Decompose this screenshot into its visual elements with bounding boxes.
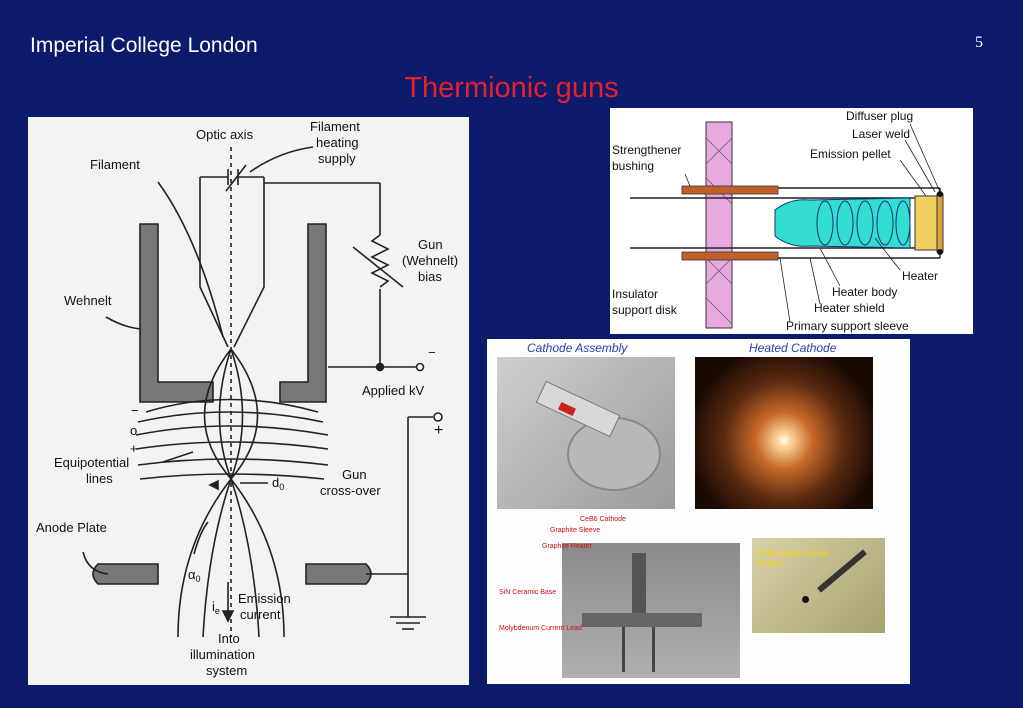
label-strengthener-2: bushing xyxy=(612,159,654,173)
heater-coil xyxy=(774,197,911,249)
label-plus-right: + xyxy=(434,422,443,439)
strengthener-bushing-top xyxy=(681,185,779,195)
label-graphite-sleeve: Graphite Sleeve xyxy=(550,527,601,534)
label-into-2: illumination xyxy=(190,647,255,662)
label-crossover-1: Gun xyxy=(342,467,367,482)
gun-schematic-panel: Optic axis Filament heating supply Filam… xyxy=(28,117,469,685)
wehnelt-right xyxy=(279,223,327,403)
label-filament-heating-3: supply xyxy=(318,151,356,166)
label-alpha0: α0 xyxy=(188,567,201,584)
label-primary-sleeve: Primary support sleeve xyxy=(786,319,909,333)
label-gun-bias-1: Gun xyxy=(418,237,443,252)
label-wehnelt: Wehnelt xyxy=(64,293,112,308)
label-diffuser-plug: Diffuser plug xyxy=(846,109,913,123)
label-into-1: Into xyxy=(218,631,240,646)
insulator-disk xyxy=(705,121,733,329)
label-d0: d0 xyxy=(272,475,284,492)
cathode-cross-section-panel: Diffuser plug Laser weld Emission pellet… xyxy=(610,108,973,334)
filament-wire-left xyxy=(199,177,229,348)
label-into-3: system xyxy=(206,663,247,678)
label-molybdenum-lead: Molybdenum Current Lead xyxy=(499,625,582,632)
label-optic-axis: Optic axis xyxy=(196,127,254,142)
label-plus: + xyxy=(130,441,138,456)
slide-title: Thermionic guns xyxy=(404,72,619,104)
label-insulator-1: Insulator xyxy=(612,287,658,301)
label-filament-heating-1: Filament xyxy=(310,119,360,134)
label-gun-bias-2: (Wehnelt) xyxy=(402,253,458,268)
filament-wire-right xyxy=(233,177,265,348)
cathode-cross-section: Diffuser plug Laser weld Emission pellet… xyxy=(612,109,944,333)
label-emission-pellet: Emission pellet xyxy=(810,147,891,161)
caption-cathode-assembly: Cathode Assembly xyxy=(527,341,628,355)
label-insulator-2: support disk xyxy=(612,303,678,317)
label-single-crystal-2: Φ 3mm xyxy=(757,559,784,568)
cathode-photos-panel: Cathode Assembly Heated Cathode CeB6 Cat… xyxy=(487,339,910,684)
label-graphite-heater: Graphite Heater xyxy=(542,543,592,550)
label-emission-1: Emission xyxy=(238,591,291,606)
photo-single-crystal xyxy=(752,538,885,633)
label-filament: Filament xyxy=(90,157,140,172)
gun-schematic: Optic axis Filament heating supply Filam… xyxy=(36,119,458,678)
label-heater-shield: Heater shield xyxy=(814,301,885,315)
diffuser-plug xyxy=(936,193,944,253)
label-emission-2: current xyxy=(240,607,281,622)
bias-resistor xyxy=(370,234,390,288)
caption-heated-cathode: Heated Cathode xyxy=(749,341,837,355)
anode-left xyxy=(92,563,159,585)
label-anode-plate: Anode Plate xyxy=(36,520,107,535)
label-minus-top: − xyxy=(428,345,436,360)
wehnelt-left xyxy=(139,223,214,403)
label-minus: − xyxy=(131,403,139,418)
label-laser-weld: Laser weld xyxy=(852,127,910,141)
label-strengthener-1: Strengthener xyxy=(612,143,681,157)
label-heater-body: Heater body xyxy=(832,285,897,299)
photo-cathode-assembly xyxy=(497,357,675,509)
label-filament-heating-2: heating xyxy=(316,135,359,150)
label-single-crystal-1: CeB6 Single Crystal xyxy=(757,549,829,558)
emission-pellet xyxy=(914,195,938,251)
label-crossover-2: cross-over xyxy=(320,483,381,498)
label-gun-bias-3: bias xyxy=(418,269,442,284)
institution-name: Imperial College London xyxy=(30,34,258,57)
label-applied-kv: Applied kV xyxy=(362,383,424,398)
label-sin-base: SiN Ceramic Base xyxy=(499,589,557,596)
page-number: 5 xyxy=(975,34,983,51)
label-heater: Heater xyxy=(902,269,938,283)
label-equipotential-1: Equipotential xyxy=(54,455,129,470)
strengthener-bushing-bottom xyxy=(681,251,779,261)
label-ie: ie xyxy=(212,599,220,616)
photo-heated-cathode xyxy=(695,357,873,509)
label-equipotential-2: lines xyxy=(86,471,113,486)
label-ceb6-cathode: CeB6 Cathode xyxy=(580,516,626,523)
photo-cathode-parts xyxy=(562,543,740,678)
label-zero: o xyxy=(130,423,137,438)
anode-right xyxy=(305,563,372,585)
